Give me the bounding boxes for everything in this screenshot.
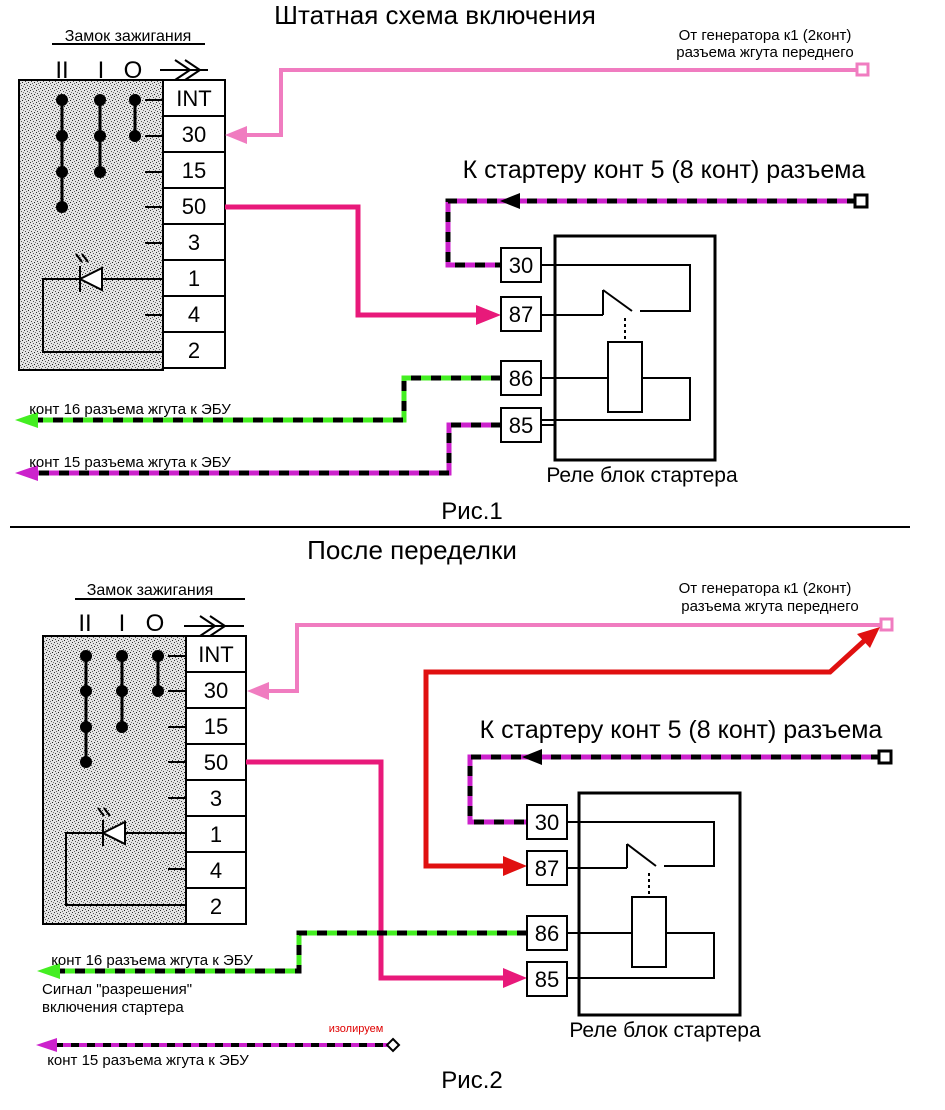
fig1-caption: Рис.1 (441, 498, 502, 525)
fig1-pin-1: 1 (188, 266, 200, 291)
fig2-ignition-label: Замок зажигания (87, 582, 214, 599)
fig2-ecu16-wire: конт 16 разъема жгута к ЭБУ Сигнал "разр… (37, 930, 527, 1016)
fig2-relay-label: Реле блок стартера (569, 1019, 761, 1042)
figure-1: Штатная схема включения Замок зажигания … (15, 0, 870, 525)
fig1-pos-o: O (124, 57, 143, 84)
fig2-wire-50-to-85 (246, 759, 527, 988)
fig1-relay-pins: 30 87 86 85 (500, 247, 542, 443)
fig1-switch-pin-column: INT 30 15 50 3 1 4 2 (162, 79, 226, 369)
fig1-pin-2: 2 (188, 338, 200, 363)
fig1-starter-wire: К стартеру конт 5 (8 конт) разъема (445, 156, 869, 268)
fig2-ecu16-label: конт 16 разъема жгута к ЭБУ (51, 952, 253, 969)
fig2-relay-body (577, 791, 742, 1017)
fig2-pin-4: 4 (210, 858, 222, 883)
fig2-relay-pin-87: 87 (535, 856, 559, 881)
fig2-switch-pin-column: INT 30 15 50 3 1 4 2 (185, 635, 247, 925)
fig2-pin-int: INT (198, 642, 233, 667)
fig2-relay-pin-85: 85 (535, 967, 559, 992)
figure-2: После переделки Замок зажигания II I O (36, 535, 894, 1094)
fig1-ecu15-label: конт 15 разъема жгута к ЭБУ (29, 454, 231, 471)
fig1-pin-4: 4 (188, 302, 200, 327)
fig1-switch-body (18, 79, 164, 371)
fig2-pin-30: 30 (204, 678, 228, 703)
fig2-relay-pin-30: 30 (535, 810, 559, 835)
fig2-connector-symbol (184, 615, 244, 637)
fig2-pos-ii: II (78, 610, 91, 637)
fig1-pos-i: I (98, 57, 105, 84)
fig1-generator-line2: разъема жгута переднего (676, 44, 854, 61)
fig1-pin-30: 30 (182, 122, 206, 147)
fig2-lamp-symbol (65, 807, 186, 906)
fig1-starter-label: К стартеру конт 5 (8 конт) разъема (463, 156, 866, 184)
fig2-pos-o: O (146, 610, 165, 637)
fig2-switch-body (42, 635, 187, 925)
fig2-pin-50: 50 (204, 750, 228, 775)
fig2-ecu15-wire: изолируем конт 15 разъема жгута к ЭБУ (36, 1023, 401, 1069)
fig1-ignition-switch: Замок зажигания II I O (18, 28, 226, 371)
fig1-relay: 30 87 86 85 Реле блок стартера (500, 234, 738, 487)
fig1-relay-pin-30: 30 (509, 253, 533, 278)
fig1-pin-3: 3 (188, 230, 200, 255)
fig1-lamp-symbol (42, 253, 163, 353)
fig2-pin-1: 1 (210, 822, 222, 847)
fig1-ecu16-label: конт 16 разъема жгута к ЭБУ (29, 401, 231, 418)
fig2-pin-2: 2 (210, 894, 222, 919)
fig2-caption: Рис.2 (441, 1067, 502, 1094)
fig2-pin-3: 3 (210, 786, 222, 811)
fig1-pos-ii: II (55, 57, 68, 84)
fig2-relay-pins: 30 87 86 85 (526, 804, 568, 997)
fig1-pin-50: 50 (182, 194, 206, 219)
fig1-generator-wire: От генератора к1 (2конт) разъема жгута п… (225, 27, 870, 144)
fig1-relay-label: Реле блок стартера (546, 464, 738, 487)
fig1-connector-symbol (160, 59, 208, 81)
fig1-ignition-label: Замок зажигания (65, 28, 192, 45)
fig1-relay-pin-85: 85 (509, 413, 533, 438)
fig1-generator-line1: От генератора к1 (2конт) (679, 27, 852, 44)
fig1-wire-50-to-87 (225, 204, 501, 325)
fig2-generator-line2: разъема жгута переднего (681, 598, 859, 615)
fig2-isolated-label: изолируем (329, 1023, 384, 1035)
fig2-relay-pin-86: 86 (535, 921, 559, 946)
fig2-title: После переделки (307, 535, 517, 565)
fig2-pin-15: 15 (204, 714, 228, 739)
fig2-generator-wire: От генератора к1 (2конт) разъема жгута п… (247, 580, 894, 700)
fig1-relay-pin-87: 87 (509, 302, 533, 327)
fig1-pin-15: 15 (182, 158, 206, 183)
fig1-relay-body (553, 234, 717, 462)
fig1-title: Штатная схема включения (274, 0, 596, 30)
fig2-wire-generator-to-87 (423, 627, 880, 876)
fig2-generator-line1: От генератора к1 (2конт) (679, 580, 852, 597)
fig2-ecu15-label: конт 15 разъема жгута к ЭБУ (47, 1052, 249, 1069)
fig2-starter-wire: К стартеру конт 5 (8 конт) разъема (467, 716, 893, 825)
fig2-signal-line2: включения стартера (42, 999, 184, 1016)
fig1-pin-int: INT (176, 86, 211, 111)
fig2-signal-line1: Сигнал "разрешения" (42, 981, 192, 998)
fig1-ecu16-wire: конт 16 разъема жгута к ЭБУ (15, 375, 501, 428)
fig1-relay-pin-86: 86 (509, 366, 533, 391)
fig2-starter-label: К стартеру конт 5 (8 конт) разъема (480, 716, 883, 744)
fig2-pos-i: I (119, 610, 126, 637)
fig1-ecu15-wire: конт 15 разъема жгута к ЭБУ (15, 422, 501, 481)
fig2-ignition-switch: Замок зажигания II I O (42, 582, 247, 925)
fig2-relay: 30 87 86 85 Реле блок стартера (526, 791, 761, 1042)
